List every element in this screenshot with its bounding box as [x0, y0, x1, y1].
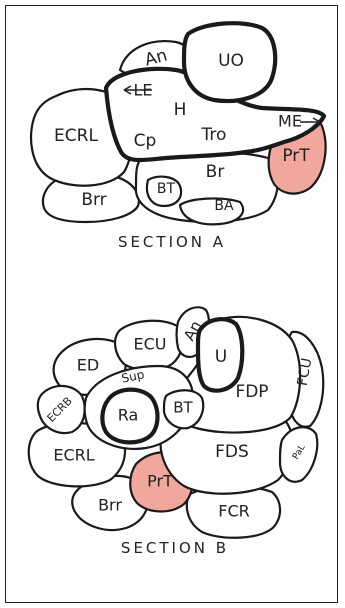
section-a-ba-shape — [178, 197, 245, 226]
section-b-u-shape — [195, 317, 245, 393]
section-b-caption: SECTION B — [121, 539, 229, 557]
section-b: An U FCU ECU ED Sup ECRB Ra BT FDP ECRL … — [27, 306, 325, 557]
section-a-uo-shape — [181, 21, 278, 104]
section-a-label-bt: BT — [157, 181, 176, 197]
section-b-ra-shape — [100, 387, 160, 445]
section-b-ecrb-shape — [36, 384, 86, 435]
section-a-label-ecrl: ECRL — [54, 126, 98, 146]
section-a-label-br: Br — [206, 162, 225, 182]
section-a-label-me: ME — [278, 112, 302, 131]
section-b-label-ed: ED — [77, 356, 99, 375]
section-b-label-prt: PrT — [147, 472, 173, 491]
section-a-label-tro: Tro — [201, 125, 227, 145]
section-b-label-sup: Sup — [120, 367, 145, 385]
section-a-bt-shape — [145, 175, 183, 208]
section-a-label-h: H — [174, 100, 187, 120]
section-a-label-cp: Cp — [134, 131, 157, 151]
section-a-label-ba: BA — [214, 198, 234, 214]
section-a-caption: SECTION A — [118, 233, 226, 251]
section-b-label-u: U — [215, 347, 227, 367]
section-a-label-le: LE — [133, 81, 152, 100]
section-a-label-prt: PrT — [282, 146, 310, 166]
section-b-ecu-shape — [114, 319, 184, 372]
section-b-pal-shape — [278, 426, 319, 483]
section-b-label-bt: BT — [173, 399, 193, 417]
section-b-label-ra: Ra — [118, 406, 139, 425]
section-b-label-ecrl: ECRL — [53, 446, 94, 465]
section-a-label-brr: Brr — [81, 190, 106, 210]
section-b-label-fdp: FDP — [235, 382, 268, 402]
section-b-label-fds: FDS — [215, 442, 249, 462]
section-b-bt-shape — [162, 389, 205, 430]
section-b-label-brr: Brr — [98, 496, 122, 515]
section-b-label-fcr: FCR — [218, 502, 250, 521]
section-a: An UO LE H ME ECRL Cp Tro PrT Br Brr BT … — [29, 21, 327, 251]
section-b-label-fcu: FCU — [295, 357, 316, 387]
section-b-label-ecu: ECU — [134, 335, 167, 354]
section-a-label-uo: UO — [218, 51, 244, 71]
